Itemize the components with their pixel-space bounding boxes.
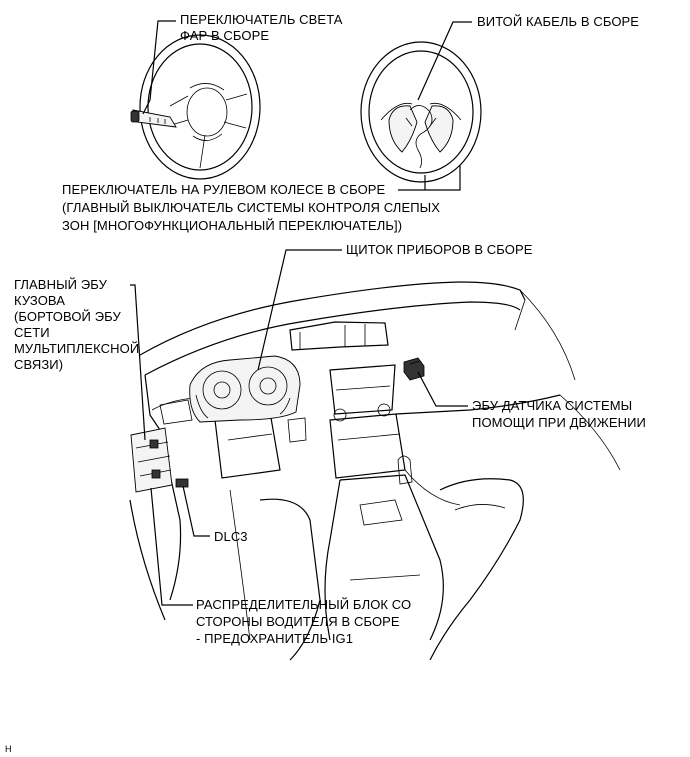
spiral-cable-label: ВИТОЙ КАБЕЛЬ В СБОРЕ (477, 14, 639, 29)
steering-pad-switch-label: ПЕРЕКЛЮЧАТЕЛЬ НА РУЛЕВОМ КОЛЕСЕ В СБОРЕ … (62, 182, 444, 233)
headlight-switch-label: ПЕРЕКЛЮЧАТЕЛЬ СВЕТА ФАР В СБОРЕ (180, 12, 346, 43)
spiral-cable-part (388, 105, 454, 169)
dlc3-part (175, 478, 189, 488)
main-body-ecu-part (130, 427, 173, 493)
dashboard-outline (129, 281, 621, 661)
dlc3-label: DLC3 (214, 529, 248, 544)
steering-wheel-left (139, 34, 261, 180)
junction-block-label: РАСПРЕДЕЛИТЕЛЬНЫЙ БЛОК СО СТОРОНЫ ВОДИТЕ… (196, 597, 415, 646)
main-body-ecu-label: ГЛАВНЫЙ ЭБУ КУЗОВА (БОРТОВОЙ ЭБУ СЕТИ МУ… (14, 277, 143, 372)
figure-id: H (5, 744, 12, 754)
sensor-ecu-label: ЭБУ ДАТЧИКА СИСТЕМЫ ПОМОЩИ ПРИ ДВИЖЕНИИ (472, 398, 646, 430)
headlight-switch-part (130, 109, 177, 128)
leader-lines (130, 20, 472, 606)
combination-meter-label: ЩИТОК ПРИБОРОВ В СБОРЕ (346, 242, 533, 257)
steering-wheel-right (360, 41, 482, 183)
combination-meter-part (189, 355, 301, 423)
